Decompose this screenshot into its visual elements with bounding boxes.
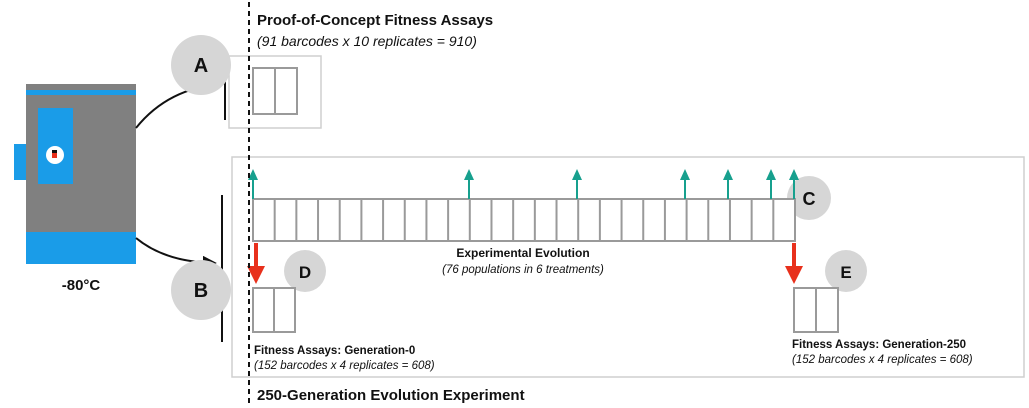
evolution-experiment-frame bbox=[231, 156, 1025, 378]
sampling-arrow bbox=[766, 169, 776, 199]
sampling-arrow bbox=[723, 169, 733, 199]
proof-of-concept-plate bbox=[252, 67, 298, 115]
gen0-assay-title: Fitness Assays: Generation-0 bbox=[254, 345, 415, 357]
label-circle-c: C bbox=[787, 176, 831, 220]
label-circle-e: E bbox=[825, 250, 867, 292]
proof-of-concept-subtitle: (91 barcodes x 10 replicates = 910) bbox=[257, 33, 477, 49]
sampling-arrow bbox=[789, 169, 799, 199]
svg-text:E: E bbox=[840, 263, 851, 282]
svg-text:D: D bbox=[299, 263, 311, 282]
label-circle-a: A bbox=[171, 35, 231, 95]
gen0-assay-subtitle: (152 barcodes x 4 replicates = 608) bbox=[254, 360, 435, 372]
gen250-assay-title: Fitness Assays: Generation-250 bbox=[792, 339, 966, 351]
evolution-subtitle: (76 populations in 6 treatments) bbox=[442, 264, 604, 276]
evolution-title: Experimental Evolution bbox=[456, 246, 589, 260]
evolution-experiment-title: 250-Generation Evolution Experiment bbox=[257, 387, 525, 404]
assay-arrow-gen0 bbox=[247, 243, 265, 284]
label-circle-b: B bbox=[171, 260, 231, 320]
evolution-strip-outline bbox=[252, 198, 796, 242]
freezer-icon bbox=[14, 84, 136, 264]
freezer-temperature-label: -80°C bbox=[62, 277, 101, 294]
gen250-assay-subtitle: (152 barcodes x 4 replicates = 608) bbox=[792, 354, 973, 366]
sampling-arrow bbox=[680, 169, 690, 199]
proof-of-concept-title: Proof-of-Concept Fitness Assays bbox=[257, 12, 493, 29]
sampling-arrow bbox=[572, 169, 582, 199]
evolution-transfer-strip bbox=[252, 198, 796, 242]
label-circle-d: D bbox=[284, 250, 326, 292]
sampling-arrow bbox=[248, 169, 258, 199]
proof-of-concept-frame bbox=[228, 55, 322, 129]
gen250-assay-plate bbox=[793, 287, 839, 333]
sampling-arrows bbox=[248, 169, 799, 199]
svg-text:B: B bbox=[194, 280, 208, 302]
gen0-assay-plate bbox=[252, 287, 296, 333]
svg-text:A: A bbox=[194, 55, 208, 77]
svg-text:C: C bbox=[803, 189, 816, 209]
sampling-arrow bbox=[464, 169, 474, 199]
assay-arrow-gen250 bbox=[785, 243, 803, 284]
arrow-to-evolution bbox=[135, 237, 217, 270]
